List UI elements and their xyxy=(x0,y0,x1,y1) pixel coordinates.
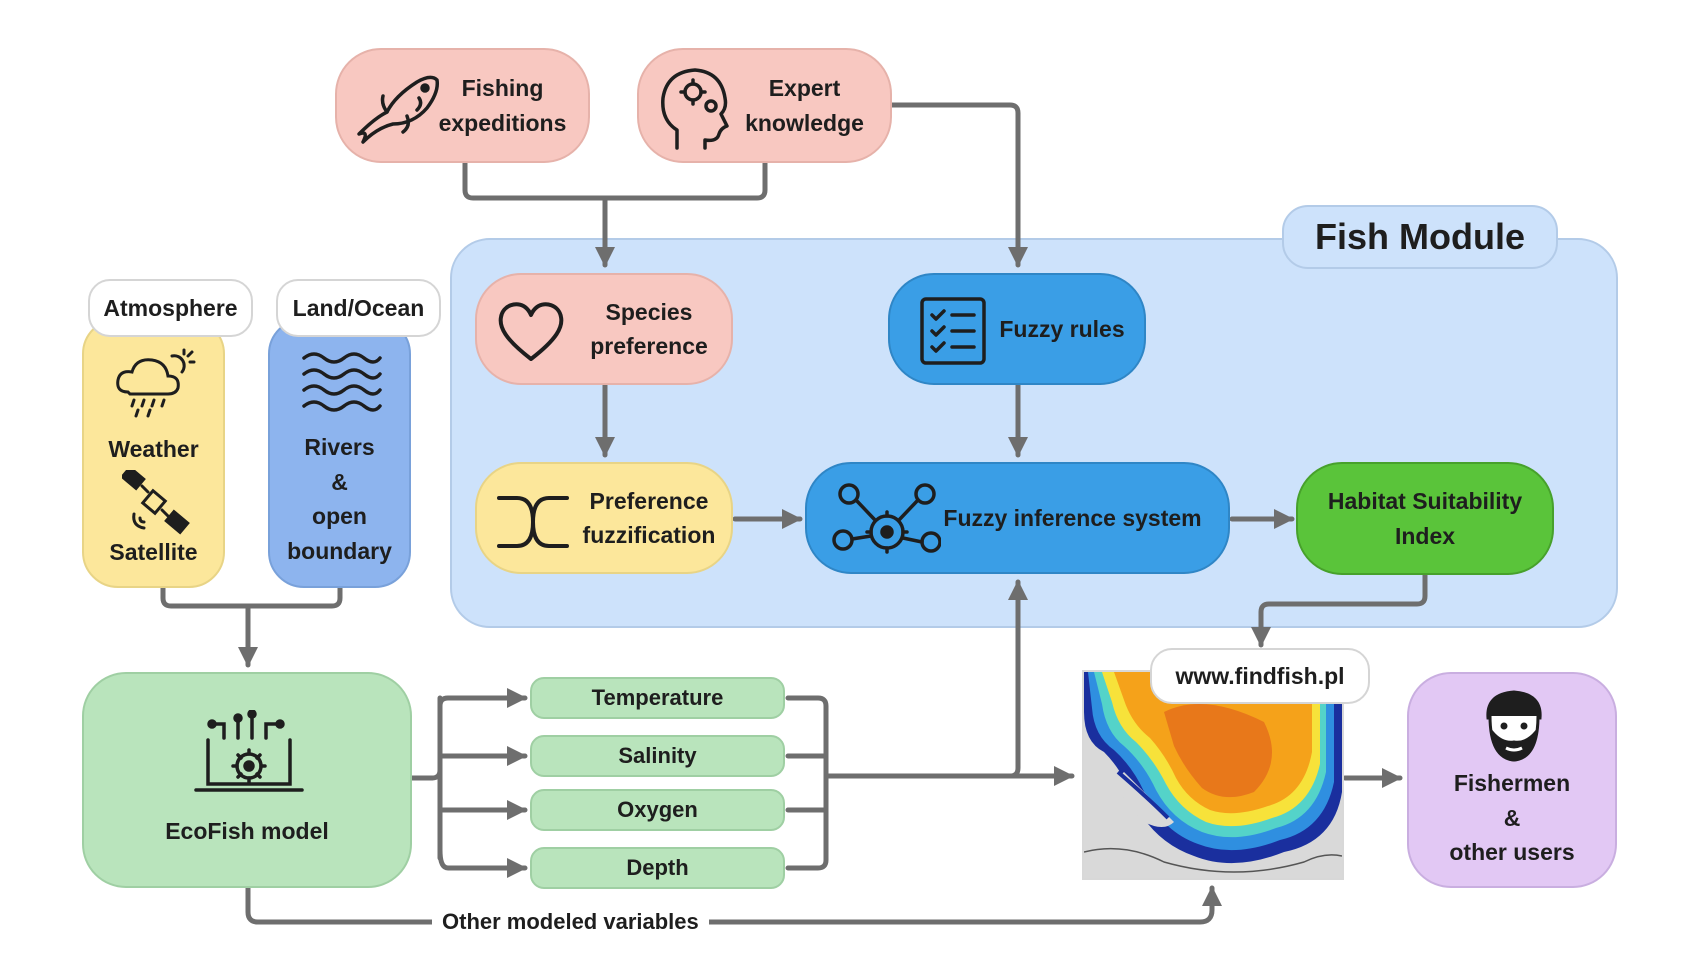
rivers-line-4: boundary xyxy=(287,537,392,564)
preference-fuzzification-line-1: Preference xyxy=(589,487,709,514)
fishing-expeditions-line-2: expeditions xyxy=(438,109,567,136)
fishermen-line-1: Fishermen xyxy=(1453,770,1571,796)
checklist-icon xyxy=(920,297,986,365)
arrow-variables-to-fis xyxy=(1007,579,1028,779)
fuzzy-inference-system-label: Fuzzy inference system xyxy=(943,504,1202,531)
species-preference-line-2: preference xyxy=(590,333,708,359)
variable-temperature: Temperature xyxy=(530,677,785,719)
land-ocean-tag: Land/Ocean xyxy=(276,279,441,337)
expert-knowledge-line-1: Expert xyxy=(768,75,841,101)
fuzzy-inference-system-node: Fuzzy inference system xyxy=(805,462,1230,574)
variable-depth: Depth xyxy=(530,847,785,889)
land-ocean-column: Rivers & open boundary xyxy=(268,318,411,588)
head-gears-icon xyxy=(661,68,729,150)
arrow-inputs-to-ecofish xyxy=(160,585,343,609)
variable-oxygen: Oxygen xyxy=(530,789,785,831)
fisherman-avatar-icon xyxy=(1486,690,1542,762)
fishermen-line-3: other users xyxy=(1449,839,1575,865)
fish-icon xyxy=(357,75,440,144)
laptop-gear-icon xyxy=(194,710,304,792)
species-preference-line-1: Species xyxy=(605,298,693,325)
variable-salinity: Salinity xyxy=(530,735,785,777)
website-tag[interactable]: www.findfish.pl xyxy=(1150,648,1370,704)
fuzzy-rules-node: Fuzzy rules xyxy=(888,273,1146,385)
expert-knowledge-node: Expert knowledge xyxy=(637,48,892,163)
waves-icon xyxy=(302,352,382,412)
rivers-line-3: open xyxy=(312,503,367,529)
arrow-hsi-to-map xyxy=(1251,572,1428,648)
ecofish-model-label: EcoFish model xyxy=(165,818,329,844)
fuzzy-rules-label: Fuzzy rules xyxy=(999,315,1125,342)
arrow-variables-merge xyxy=(785,695,829,871)
satellite-icon xyxy=(122,470,190,535)
network-gear-icon xyxy=(832,483,941,554)
habitat-suitability-line-2: Index xyxy=(1394,522,1456,549)
arrow-to-fuzzy-rules xyxy=(887,102,1028,268)
habitat-map-icon xyxy=(1084,672,1342,878)
species-preference-node: Species preference xyxy=(475,273,733,385)
fishermen-node: Fishermen & other users xyxy=(1407,672,1617,888)
ecofish-model-node: EcoFish model xyxy=(82,672,412,888)
habitat-suitability-index-node: Habitat Suitability Index xyxy=(1296,462,1554,575)
habitat-map xyxy=(1082,670,1344,880)
rivers-line-2: & xyxy=(331,468,348,495)
fishermen-label: Fishermen & other users xyxy=(1409,766,1615,870)
habitat-suitability-line-1: Habitat Suitability xyxy=(1327,488,1523,514)
satellite-label: Satellite xyxy=(109,539,198,565)
other-modeled-variables-label: Other modeled variables xyxy=(432,908,709,936)
rain-cloud-icon xyxy=(116,348,196,418)
arrow-to-species xyxy=(462,160,768,201)
expert-knowledge-line-2: knowledge xyxy=(745,109,864,136)
preference-fuzzification-node: Preference fuzzification xyxy=(475,462,733,574)
weather-label: Weather xyxy=(108,436,199,462)
arrow-other-variables xyxy=(245,885,1222,925)
fish-module-title: Fish Module xyxy=(1282,205,1558,269)
rivers-label: Rivers & open boundary xyxy=(270,430,409,568)
rivers-line-1: Rivers xyxy=(304,434,375,460)
fishing-expeditions-node: Fishing expeditions xyxy=(335,48,590,163)
crossover-icon xyxy=(497,496,569,548)
atmosphere-column: Weather Satellite xyxy=(82,318,225,588)
fishing-expeditions-line-1: Fishing xyxy=(461,75,544,101)
atmosphere-tag: Atmosphere xyxy=(88,279,253,337)
preference-fuzzification-line-2: fuzzification xyxy=(582,522,716,548)
heart-icon xyxy=(498,302,564,361)
fishermen-line-2: & xyxy=(1503,804,1521,831)
